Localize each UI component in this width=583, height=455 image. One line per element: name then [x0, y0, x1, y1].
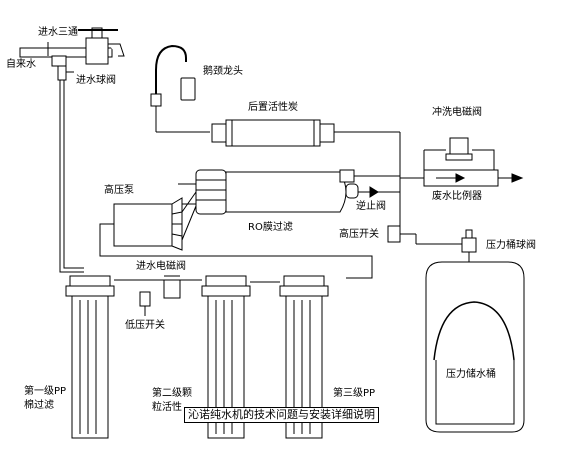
stage3-label-line1: 第三级PP — [333, 388, 376, 399]
high-pressure-pump — [113, 191, 197, 251]
stage1-label-line2: 棉过滤 — [24, 400, 54, 411]
inlet-pipe-inner — [63, 80, 84, 269]
inlet-solenoid-label: 进水电磁阀 — [136, 261, 186, 272]
tap-water-label: 自来水 — [6, 59, 36, 70]
gooseneck-faucet-label: 鹅颈龙头 — [203, 66, 243, 77]
caption-title: 沁诺纯水机的技术问题与安装详细说明 — [184, 407, 379, 423]
high-pressure-pump-label: 高压泵 — [104, 185, 134, 196]
inlet-solenoid — [163, 275, 181, 299]
pump-feed-pipe — [99, 223, 373, 279]
pressure-tank — [425, 261, 525, 433]
inlet-pipe — [59, 80, 84, 273]
flush-solenoid-assembly — [400, 137, 524, 187]
filter-connector-pipes — [114, 279, 280, 283]
tank-ball-valve — [461, 229, 477, 262]
low-pressure-switch — [139, 291, 151, 316]
post-carbon-filter — [211, 119, 401, 180]
flush-solenoid-label: 冲洗电磁阀 — [432, 107, 482, 118]
inlet-ball-valve-label: 进水球阀 — [76, 75, 116, 86]
high-pressure-switch-label: 高压开关 — [339, 229, 379, 240]
pressure-tank-label: 压力储水桶 — [446, 369, 496, 380]
check-valve-label: 逆止阀 — [356, 201, 386, 212]
gooseneck-faucet — [150, 44, 210, 133]
stage1-filter — [65, 275, 115, 439]
waste-ratio-valve-label: 废水比例器 — [432, 191, 482, 202]
ro-membrane-label: RO膜过滤 — [248, 222, 293, 233]
post-carbon-label: 后置活性炭 — [248, 102, 298, 113]
high-pressure-switch — [387, 225, 462, 245]
inlet-tee-label: 进水三通 — [38, 27, 78, 38]
low-pressure-switch-label: 低压开关 — [125, 320, 165, 331]
stage1-label-line1: 第一级PP — [24, 386, 67, 397]
ro-membrane-housing — [178, 169, 401, 232]
stage2-label-line1: 第二级颗 — [152, 388, 192, 399]
stage2-label-line2: 粒活性 — [152, 402, 182, 413]
tank-ball-valve-label: 压力桶球阀 — [486, 240, 536, 251]
inlet-ball-valve — [57, 65, 74, 81]
